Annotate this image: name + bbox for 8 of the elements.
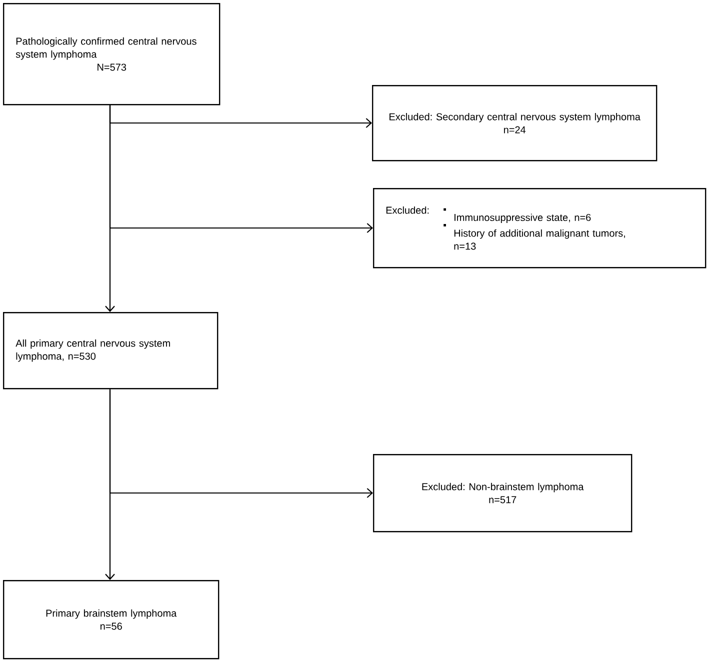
process-box: Pathologically confirmed central nervous system lymphoma N=573 <box>3 3 220 106</box>
arrow <box>105 105 115 312</box>
process-box: Excluded: Secondary central nervous system lymphoma n=24 <box>372 85 658 162</box>
process-box: All primary central nervous system lymphoma, n=530 <box>3 312 218 390</box>
arrow <box>105 389 115 580</box>
process-box: Excluded: Non-brainstem lymphoma n=517 <box>373 454 632 532</box>
process-box: Primary brainstem lymphoma n=56 <box>3 580 220 660</box>
process-box: Excluded: Immunosuppressive state, n=6 History of additional malignant tumors, n=13 <box>373 188 706 268</box>
